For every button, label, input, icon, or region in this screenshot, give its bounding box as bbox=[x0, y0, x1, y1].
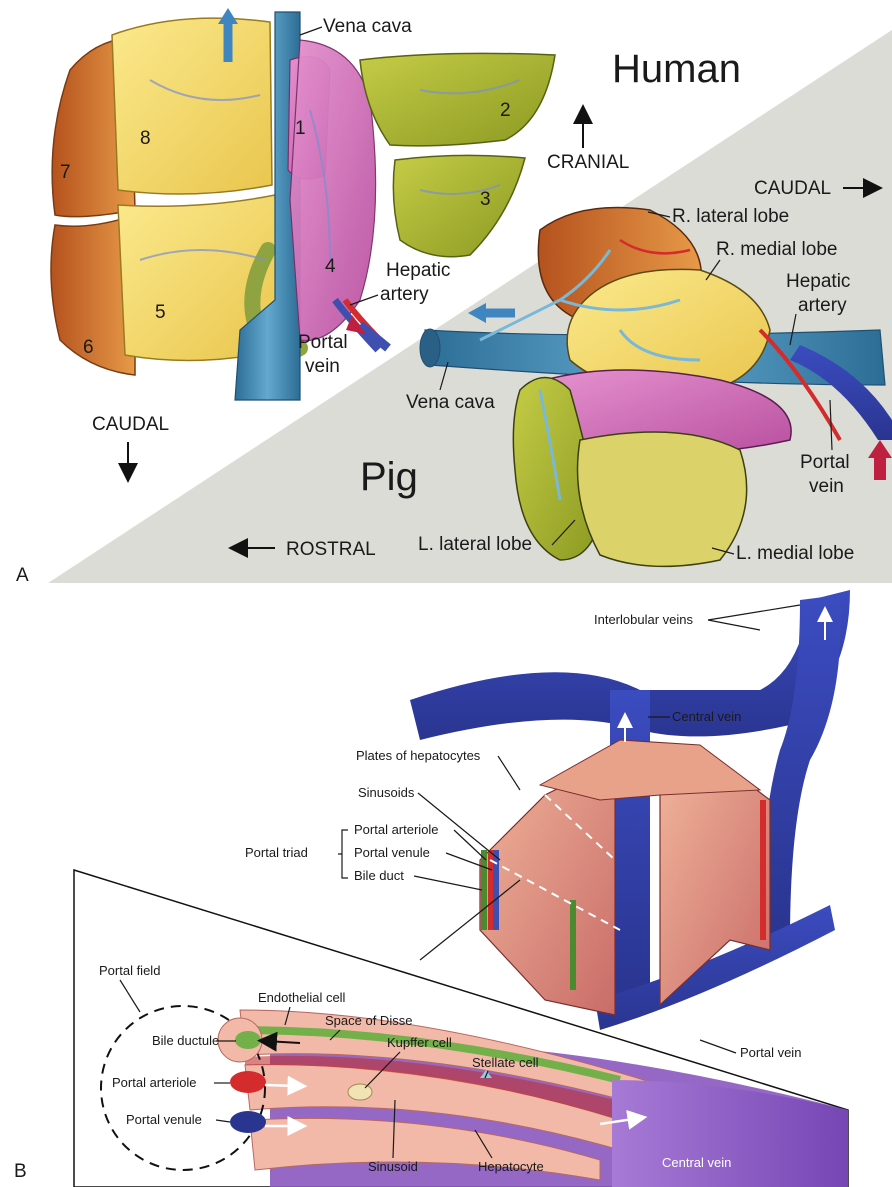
panel-b: Interlobular veins Central vein Plates o… bbox=[14, 590, 850, 1187]
endothelial-cell-label: Endothelial cell bbox=[258, 990, 346, 1005]
pig-title: Pig bbox=[360, 455, 418, 499]
segment-5-label: 5 bbox=[155, 302, 166, 323]
r-medial-lobe-label: R. medial lobe bbox=[716, 239, 837, 260]
central-vein-inset-label: Central vein bbox=[662, 1155, 731, 1170]
portal-arteriole-top-label: Portal arteriole bbox=[354, 822, 439, 837]
human-vena-cava-label: Vena cava bbox=[323, 16, 412, 37]
kupffer-cell-shape bbox=[348, 1084, 372, 1100]
plates-of-hepatocytes-label: Plates of hepatocytes bbox=[356, 748, 481, 763]
human-portal-vein-label-1: Portal bbox=[298, 332, 348, 353]
rostral-label: ROSTRAL bbox=[286, 539, 376, 560]
segment-3-label: 3 bbox=[480, 189, 491, 210]
sinusoid-label: Sinusoid bbox=[368, 1159, 418, 1174]
human-portal-vein-label-2: vein bbox=[305, 356, 340, 377]
interlobular-vein-right bbox=[760, 595, 841, 940]
panel-a-letter: A bbox=[16, 565, 29, 586]
pig-hepatic-artery-label-1: Hepatic bbox=[786, 271, 850, 292]
pig-vena-cava-label: Vena cava bbox=[406, 392, 495, 413]
portal-vein-b-label: Portal vein bbox=[740, 1045, 801, 1060]
cranial-label: CRANIAL bbox=[547, 152, 629, 173]
human-caudal-label: CAUDAL bbox=[92, 414, 169, 435]
segment-6-label: 6 bbox=[83, 337, 94, 358]
segment-7-label: 7 bbox=[60, 162, 71, 183]
sinusoids-label: Sinusoids bbox=[358, 785, 415, 800]
portal-field-label: Portal field bbox=[99, 963, 160, 978]
hepatocyte-label: Hepatocyte bbox=[478, 1159, 544, 1174]
panel-b-letter: B bbox=[14, 1161, 27, 1182]
pig-caudal-label: CAUDAL bbox=[754, 178, 831, 199]
pig-portal-vein-label-2: vein bbox=[809, 476, 844, 497]
l-medial-lobe-label: L. medial lobe bbox=[736, 543, 854, 564]
l-lateral-lobe-label: L. lateral lobe bbox=[418, 534, 532, 555]
segment-4-shape bbox=[290, 40, 376, 341]
human-title: Human bbox=[612, 47, 741, 91]
central-vein-inset-shape bbox=[612, 1080, 848, 1187]
portal-arteriole-label: Portal arteriole bbox=[112, 1075, 197, 1090]
portal-triad-label: Portal triad bbox=[245, 845, 308, 860]
portal-venule-label: Portal venule bbox=[126, 1112, 202, 1127]
panel-a: 8 7 1 2 3 4 5 6 Human CRANIAL Vena cava … bbox=[16, 8, 892, 586]
segment-4-label: 4 bbox=[325, 256, 336, 277]
segment-8-label: 8 bbox=[140, 128, 151, 149]
r-lateral-lobe-label: R. lateral lobe bbox=[672, 206, 789, 227]
pig-hepatic-artery-label-2: artery bbox=[798, 295, 847, 316]
central-vein-top-shape bbox=[610, 690, 650, 1000]
human-hepatic-artery-label-2: artery bbox=[380, 284, 429, 305]
interlobular-veins-label: Interlobular veins bbox=[594, 612, 693, 627]
kupffer-cell-label: Kupffer cell bbox=[387, 1035, 452, 1050]
segment-2-label: 2 bbox=[500, 100, 511, 121]
bile-ductule-label: Bile ductule bbox=[152, 1033, 219, 1048]
segment-2-shape bbox=[360, 53, 555, 145]
bile-duct-label: Bile duct bbox=[354, 868, 404, 883]
stellate-cell-label: Stellate cell bbox=[472, 1055, 539, 1070]
segment-8-shape bbox=[112, 18, 272, 194]
l-medial-lobe-shape bbox=[578, 432, 747, 566]
human-hepatic-artery-label-1: Hepatic bbox=[386, 260, 450, 281]
pig-portal-vein-label-1: Portal bbox=[800, 452, 850, 473]
space-of-disse-label: Space of Disse bbox=[325, 1013, 412, 1028]
portal-venule-top-label: Portal venule bbox=[354, 845, 430, 860]
segment-1-label: 1 bbox=[295, 118, 306, 139]
central-vein-top-label: Central vein bbox=[672, 709, 741, 724]
segment-3-shape bbox=[393, 155, 525, 256]
